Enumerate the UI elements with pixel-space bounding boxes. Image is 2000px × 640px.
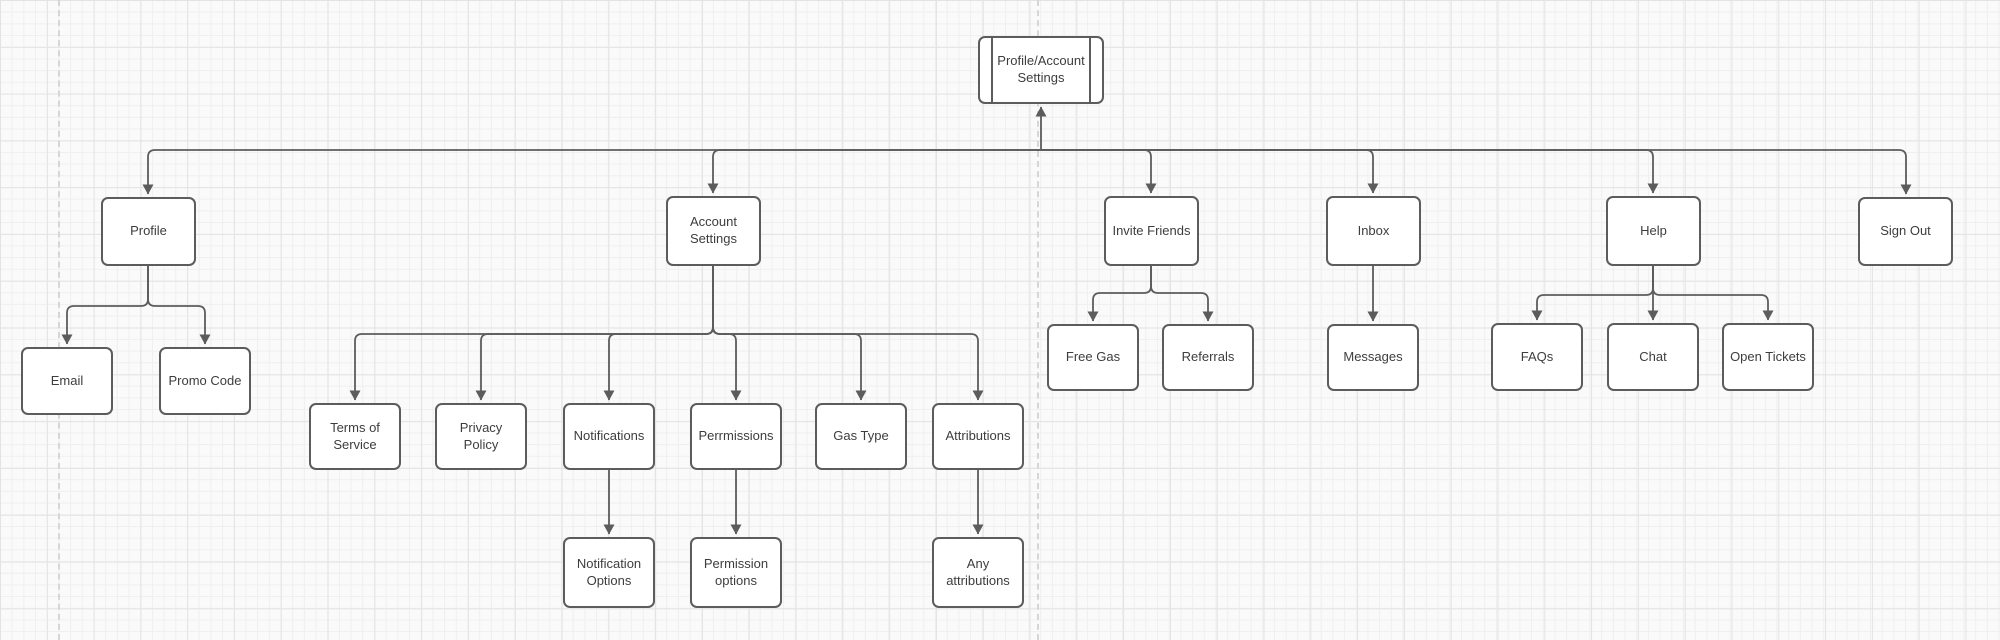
node-label: Gas Type bbox=[833, 428, 889, 444]
edge-account-attributions[interactable] bbox=[712, 266, 984, 401]
node-label: FAQs bbox=[1520, 348, 1554, 364]
node-label: Notification Options bbox=[576, 555, 642, 588]
node-terms[interactable]: Terms of Service bbox=[309, 403, 401, 470]
node-attributions[interactable]: Attributions bbox=[932, 403, 1024, 470]
node-label: Chat bbox=[1639, 348, 1667, 364]
node-help[interactable]: Help bbox=[1606, 196, 1701, 266]
node-label: Messages bbox=[1343, 349, 1403, 365]
node-account[interactable]: Account Settings bbox=[666, 196, 761, 266]
node-inbox[interactable]: Inbox bbox=[1326, 196, 1421, 266]
node-label: Attributions bbox=[945, 428, 1011, 444]
node-promo[interactable]: Promo Code bbox=[159, 347, 251, 415]
edge-help-faqs[interactable] bbox=[1531, 266, 1654, 321]
node-faqs[interactable]: FAQs bbox=[1491, 323, 1583, 391]
node-notifoptions[interactable]: Notification Options bbox=[563, 537, 655, 608]
node-label: Notifications bbox=[573, 428, 645, 444]
edge-root-invite[interactable] bbox=[1041, 149, 1157, 194]
edge-root-account[interactable] bbox=[707, 149, 1041, 194]
node-label: Promo Code bbox=[168, 372, 242, 388]
edge-account-terms[interactable] bbox=[349, 266, 714, 401]
node-label: Inbox bbox=[1357, 222, 1390, 238]
predefined-process-bar-left bbox=[991, 38, 993, 102]
node-chat[interactable]: Chat bbox=[1607, 323, 1699, 391]
node-invite[interactable]: Invite Friends bbox=[1104, 196, 1199, 266]
edge-root-help[interactable] bbox=[1041, 149, 1659, 194]
node-profile[interactable]: Profile bbox=[101, 197, 196, 266]
edge-profile-promo[interactable] bbox=[147, 266, 211, 345]
node-label: Sign Out bbox=[1880, 223, 1931, 239]
edge-root-profile[interactable] bbox=[142, 149, 1041, 195]
node-freegas[interactable]: Free Gas bbox=[1047, 324, 1139, 391]
node-privacy[interactable]: Privacy Policy bbox=[435, 403, 527, 470]
node-label: Terms of Service bbox=[330, 419, 380, 452]
node-label: Perrmissions bbox=[698, 428, 774, 444]
node-permoptions[interactable]: Permission options bbox=[690, 537, 782, 608]
edge-invite-referrals[interactable] bbox=[1150, 266, 1214, 322]
predefined-process-bar-right bbox=[1089, 38, 1091, 102]
node-label: Open Tickets bbox=[1730, 348, 1806, 364]
node-notifications[interactable]: Notifications bbox=[563, 403, 655, 470]
node-label: Profile/Account Settings bbox=[997, 53, 1085, 85]
node-messages[interactable]: Messages bbox=[1327, 324, 1419, 391]
page-break-guide-2 bbox=[1037, 0, 1039, 640]
node-label: Account Settings bbox=[690, 214, 737, 246]
node-permissions[interactable]: Perrmissions bbox=[690, 403, 782, 470]
edge-help-opentickets[interactable] bbox=[1652, 266, 1774, 321]
node-label: Invite Friends bbox=[1112, 222, 1191, 238]
node-referrals[interactable]: Referrals bbox=[1162, 324, 1254, 391]
edge-profile-email[interactable] bbox=[61, 266, 149, 345]
node-label: Referrals bbox=[1181, 349, 1235, 365]
edge-invite-freegas[interactable] bbox=[1087, 266, 1152, 322]
node-label: Permission options bbox=[703, 555, 769, 588]
node-root[interactable]: Profile/Account Settings bbox=[978, 36, 1104, 104]
node-email[interactable]: Email bbox=[21, 347, 113, 415]
node-label: Profile bbox=[130, 223, 167, 239]
node-anyattr[interactable]: Any attributions bbox=[932, 537, 1024, 608]
page-break-guide-1 bbox=[58, 0, 60, 640]
node-gastype[interactable]: Gas Type bbox=[815, 403, 907, 470]
node-label: Help bbox=[1640, 222, 1667, 238]
node-signout[interactable]: Sign Out bbox=[1858, 197, 1953, 266]
node-label: Email bbox=[50, 372, 84, 388]
edge-root-signout[interactable] bbox=[1041, 149, 1912, 195]
node-label: Any attributions bbox=[946, 555, 1010, 588]
node-opentickets[interactable]: Open Tickets bbox=[1722, 323, 1814, 391]
edge-account-notifications[interactable] bbox=[603, 266, 714, 401]
node-label: Privacy Policy bbox=[459, 419, 503, 452]
node-label: Free Gas bbox=[1065, 349, 1121, 365]
edge-account-privacy[interactable] bbox=[475, 266, 714, 401]
edge-root-inbox[interactable] bbox=[1041, 149, 1379, 194]
